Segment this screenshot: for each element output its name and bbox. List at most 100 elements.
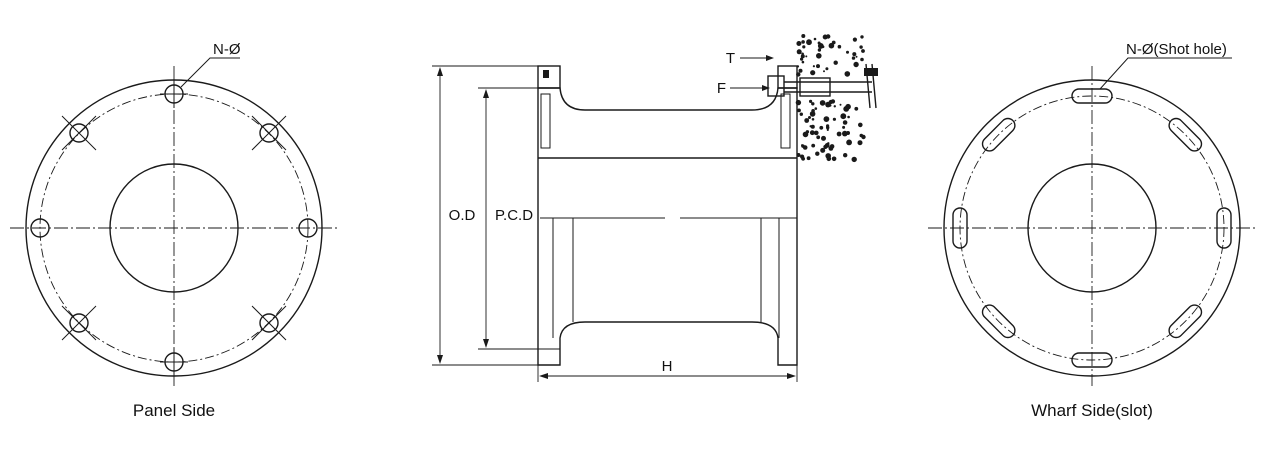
panel-bolt-hole bbox=[160, 348, 188, 376]
concrete-dot bbox=[805, 55, 808, 58]
concrete-dot bbox=[823, 70, 825, 73]
concrete-dot bbox=[854, 106, 859, 111]
concrete-dot bbox=[814, 107, 818, 110]
h-label: H bbox=[662, 358, 673, 375]
concrete-dot bbox=[826, 128, 829, 131]
concrete-dot bbox=[829, 144, 835, 149]
panel-bolt-hole bbox=[30, 218, 50, 238]
concrete-dot bbox=[810, 124, 815, 129]
concrete-dot bbox=[846, 139, 852, 146]
panel-bolt-hole bbox=[61, 115, 97, 151]
wharf-slot bbox=[1071, 352, 1113, 368]
wharf-hole-leader bbox=[1099, 57, 1232, 90]
concrete-dot bbox=[807, 39, 810, 42]
concrete-dot bbox=[799, 112, 803, 116]
concrete-dot bbox=[802, 131, 809, 138]
concrete-dot bbox=[811, 102, 815, 106]
panel-hole-label: N-Ø bbox=[213, 41, 241, 58]
left-embedded-plate bbox=[540, 93, 551, 149]
concrete-dot bbox=[858, 122, 863, 128]
concrete-dot bbox=[800, 54, 805, 59]
t-label: T bbox=[726, 50, 735, 67]
concrete-dot bbox=[801, 144, 805, 148]
right-flange-top bbox=[777, 65, 798, 89]
concrete-dot bbox=[823, 144, 828, 149]
concrete-dot bbox=[801, 40, 805, 44]
wharf-slot bbox=[1216, 207, 1232, 249]
f-label: F bbox=[717, 80, 726, 97]
concrete-dot bbox=[846, 50, 849, 54]
concrete-dot bbox=[857, 140, 863, 146]
panel-bolt-hole bbox=[298, 218, 318, 238]
concrete-dot bbox=[845, 103, 851, 110]
panel-bolt-hole bbox=[160, 80, 188, 108]
concrete-dot bbox=[847, 115, 850, 119]
concrete-dot bbox=[828, 42, 835, 49]
concrete-dot bbox=[796, 72, 801, 77]
concrete-dot bbox=[796, 65, 800, 68]
panel-side-caption: Panel Side bbox=[133, 401, 215, 420]
panel-bolt-hole bbox=[251, 305, 287, 341]
concrete-dot bbox=[814, 130, 819, 136]
concrete-dot bbox=[801, 34, 806, 38]
wharf-hole-label: N-Ø(Shot hole) bbox=[1126, 41, 1227, 58]
concrete-dot bbox=[798, 68, 803, 73]
concrete-dot bbox=[816, 64, 820, 69]
concrete-dot bbox=[831, 156, 837, 162]
wharf-slots bbox=[952, 88, 1232, 368]
concrete-dot bbox=[819, 100, 826, 106]
concrete-dot bbox=[861, 49, 865, 53]
concrete-dot bbox=[800, 154, 805, 159]
wharf-slot bbox=[1071, 88, 1113, 104]
section-view: T F O.D P.C.D H bbox=[432, 34, 878, 382]
concrete-dot bbox=[852, 52, 857, 57]
wharf-slot bbox=[981, 117, 1016, 152]
concrete-dot bbox=[816, 53, 822, 59]
concrete-dot bbox=[806, 156, 811, 161]
concrete-dot bbox=[808, 116, 811, 119]
fender-body-outline bbox=[537, 87, 798, 366]
od-label: O.D bbox=[449, 207, 476, 224]
pcd-label: P.C.D bbox=[495, 207, 533, 224]
concrete-dot bbox=[797, 108, 801, 113]
wharf-side-caption: Wharf Side(slot) bbox=[1031, 401, 1153, 420]
concrete-dot bbox=[846, 131, 850, 135]
concrete-dot bbox=[831, 40, 836, 45]
concrete-dot bbox=[839, 103, 842, 106]
concrete-dot bbox=[821, 135, 826, 141]
concrete-dot bbox=[796, 41, 802, 46]
panel-bolt-hole bbox=[61, 305, 97, 341]
panel-side-view: N-Ø Panel Side bbox=[10, 41, 340, 420]
concrete-dot bbox=[851, 156, 857, 163]
concrete-dot bbox=[855, 55, 858, 58]
concrete-wall bbox=[795, 34, 866, 163]
concrete-dot bbox=[842, 125, 846, 129]
concrete-dot bbox=[811, 143, 816, 148]
concrete-dot bbox=[859, 45, 863, 49]
concrete-dot bbox=[851, 56, 856, 60]
panel-hole-leader bbox=[180, 57, 240, 88]
concrete-dot bbox=[840, 113, 847, 120]
concrete-dot bbox=[811, 118, 815, 121]
concrete-dot bbox=[828, 99, 833, 105]
concrete-dot bbox=[860, 57, 864, 62]
concrete-dot bbox=[801, 60, 805, 64]
concrete-dot bbox=[836, 131, 842, 137]
concrete-dot bbox=[804, 118, 810, 123]
concrete-dot bbox=[837, 44, 842, 49]
wharf-slot bbox=[1168, 117, 1203, 152]
concrete-dot bbox=[833, 105, 836, 108]
concrete-dot bbox=[821, 45, 825, 49]
anchor-bolt-assembly bbox=[767, 63, 878, 109]
left-bolt-head bbox=[543, 70, 549, 78]
wharf-slot bbox=[1168, 304, 1203, 339]
concrete-dot bbox=[813, 37, 817, 41]
concrete-dot bbox=[832, 117, 837, 121]
concrete-dot bbox=[844, 71, 851, 77]
concrete-dot bbox=[820, 147, 826, 153]
concrete-dot bbox=[812, 65, 816, 68]
concrete-dot bbox=[801, 52, 804, 56]
wharf-slot bbox=[981, 304, 1016, 339]
